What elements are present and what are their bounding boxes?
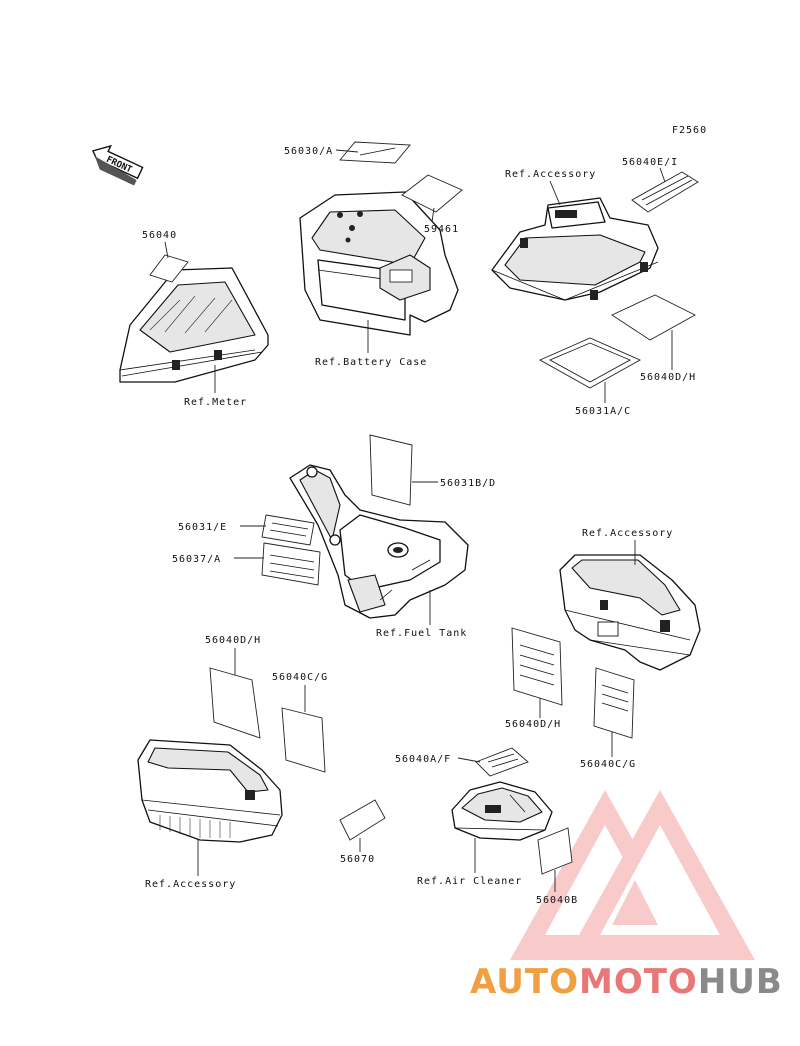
meter-housing <box>119 267 269 383</box>
label-56040b: 56040B <box>536 895 578 906</box>
figure-code: F2560 <box>672 125 707 136</box>
sticker-56040cg-1 <box>281 707 326 773</box>
battery-case <box>299 191 459 336</box>
front-arrow-icon: FRONT <box>91 144 144 186</box>
label-ref-fuel-tank: Ref.Fuel Tank <box>376 628 467 639</box>
label-56037a: 56037/A <box>172 554 221 565</box>
label-ref-accessory-1: Ref.Accessory <box>505 169 596 180</box>
label-56040: 56040 <box>142 230 177 241</box>
label-ref-accessory-3: Ref.Accessory <box>145 879 236 890</box>
accessory-top-right <box>491 197 659 301</box>
label-59461: 59461 <box>424 224 459 235</box>
label-56040dh-1: 56040D/H <box>640 372 696 383</box>
watermark-text: AUTOMOTOHUB <box>470 962 783 1002</box>
label-56040cg-2: 56040C/G <box>580 759 636 770</box>
sticker-56040dh-3 <box>511 627 563 706</box>
label-56040dh-3: 56040D/H <box>505 719 561 730</box>
air-cleaner <box>451 781 553 841</box>
label-ref-meter: Ref.Meter <box>184 397 247 408</box>
accessory-bottom-left <box>137 739 283 843</box>
label-56030a: 56030/A <box>284 146 333 157</box>
label-ref-accessory-2: Ref.Accessory <box>582 528 673 539</box>
watermark-part-moto: MOTO <box>578 962 698 1002</box>
sticker-56040ei <box>631 171 699 213</box>
sticker-56040b <box>537 827 573 875</box>
accessory-right-middle <box>559 554 701 671</box>
sticker-56030a <box>339 141 411 164</box>
sticker-56040dh-1 <box>611 294 696 341</box>
label-56070: 56070 <box>340 854 375 865</box>
sticker-56031bd <box>369 434 413 506</box>
sticker-56031e <box>261 514 315 546</box>
sticker-56040af <box>475 747 529 777</box>
watermark-part-hub: HUB <box>697 962 783 1002</box>
watermark-part-auto: AUTO <box>470 962 579 1002</box>
label-56040ei: 56040E/I <box>622 157 678 168</box>
sticker-56070 <box>339 799 386 841</box>
label-56031ac: 56031A/C <box>575 406 631 417</box>
label-ref-battery-case: Ref.Battery Case <box>315 357 427 368</box>
sticker-56040 <box>149 254 189 283</box>
label-56040dh-2: 56040D/H <box>205 635 261 646</box>
watermark-logo-icon <box>510 790 755 960</box>
label-56031e: 56031/E <box>178 522 227 533</box>
label-56040af: 56040A/F <box>395 754 451 765</box>
sticker-56040cg-2 <box>593 667 635 739</box>
sticker-59461 <box>401 174 463 213</box>
label-56031bd: 56031B/D <box>440 478 496 489</box>
label-ref-air-cleaner: Ref.Air Cleaner <box>417 876 522 887</box>
sticker-56040dh-2 <box>209 667 261 739</box>
sticker-56031ac <box>538 337 642 389</box>
fuel-tank <box>289 464 469 619</box>
sticker-56037a <box>261 542 321 586</box>
label-56040cg-1: 56040C/G <box>272 672 328 683</box>
